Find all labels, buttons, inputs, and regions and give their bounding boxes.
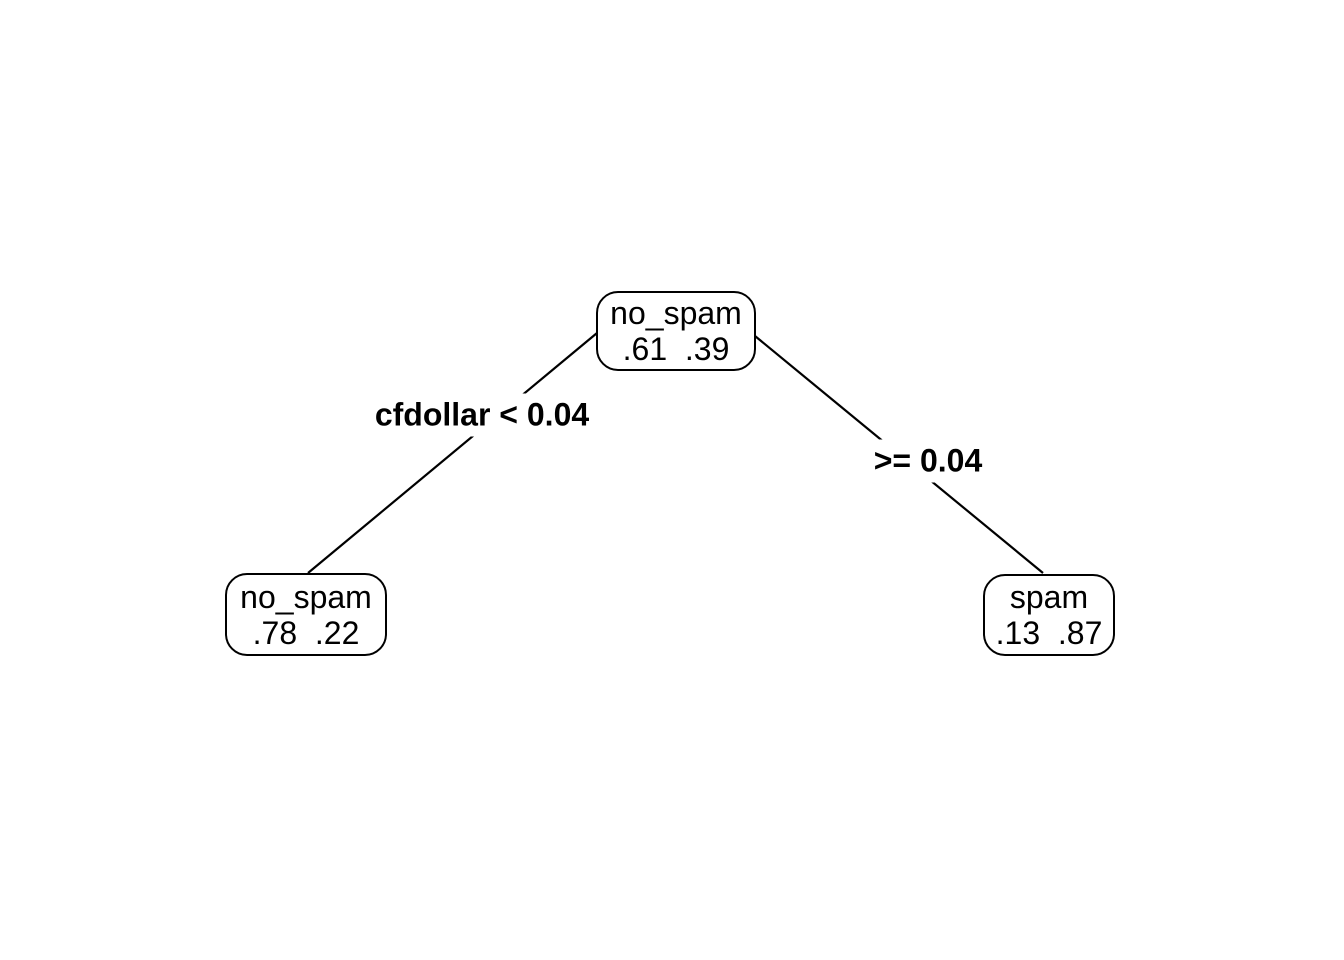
- node-class-label: no_spam: [240, 578, 372, 615]
- tree-node-left-leaf: no_spam .78 .22: [225, 573, 387, 656]
- node-class-label: spam: [1009, 579, 1089, 615]
- node-probabilities: .61 .39: [622, 331, 730, 367]
- left-branch-line: [307, 332, 598, 574]
- tree-node-root: no_spam .61 .39: [596, 291, 756, 371]
- split-condition-right: >= 0.04: [865, 439, 991, 483]
- node-class-label: no_spam: [610, 295, 742, 331]
- node-probabilities: .78 .22: [252, 614, 360, 651]
- split-condition-left: cfdollar < 0.04: [366, 393, 598, 437]
- node-probabilities: .13 .87: [995, 615, 1103, 651]
- tree-node-right-leaf: spam .13 .87: [983, 574, 1115, 656]
